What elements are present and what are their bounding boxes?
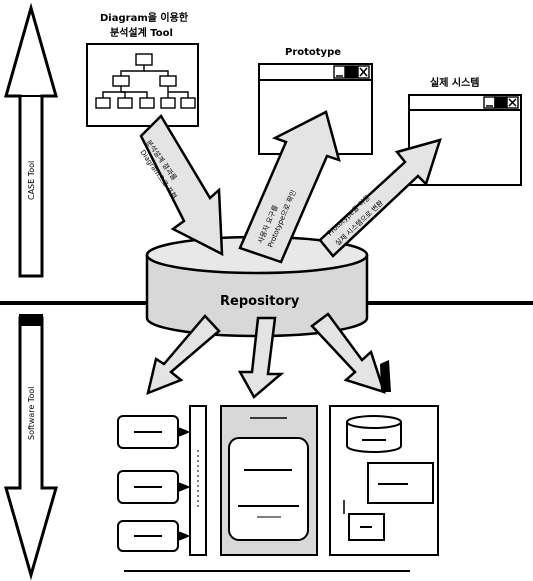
prototype-title: Prototype: [285, 47, 341, 58]
real-system-title: 실제 시스템: [430, 76, 479, 89]
upper-double-arrow: [6, 8, 56, 276]
module-stack: [118, 406, 206, 555]
module-right: [330, 406, 438, 555]
lower-double-arrow: [6, 314, 56, 575]
tool-title-line2: 분석설계 Tool: [110, 26, 173, 39]
repository-label: Repository: [220, 294, 300, 309]
tool-title-line1: Diagram을 이용한: [100, 11, 189, 24]
upper-arrow-text: CASE Tool: [27, 161, 36, 200]
module-center: [221, 406, 317, 555]
lower-arrow-text: Software Tool: [27, 387, 36, 440]
arrow-to-diagram-tool: [141, 116, 222, 254]
